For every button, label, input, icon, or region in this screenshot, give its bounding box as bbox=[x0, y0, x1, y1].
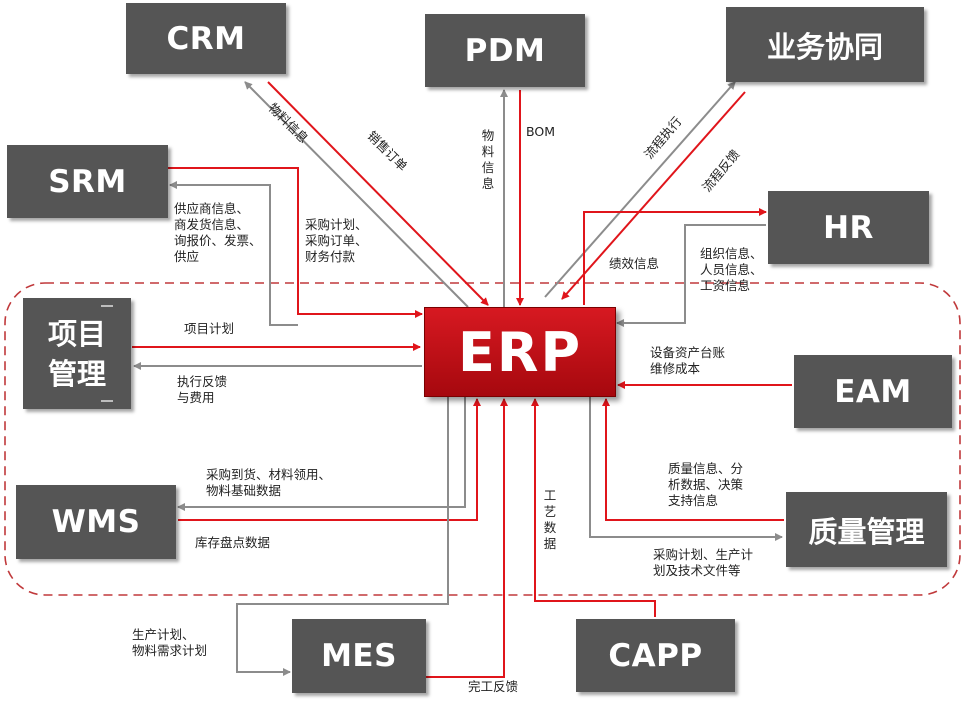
quality-node: 质量管理 bbox=[786, 492, 947, 567]
mes-node: MES bbox=[292, 619, 426, 693]
project-line2: 管理 bbox=[47, 356, 106, 391]
eam-node: EAM bbox=[794, 355, 952, 428]
hr-perf-arrow bbox=[583, 208, 767, 305]
erp-center-node: ERP bbox=[424, 307, 616, 397]
collab-feedback-arrow bbox=[561, 91, 746, 300]
project-line1: 项目 bbox=[47, 316, 106, 351]
quality-info-arrow bbox=[602, 398, 784, 521]
label-pdm-bom: BOM bbox=[526, 124, 555, 139]
label-craft: 工 艺 数 据 bbox=[543, 488, 557, 551]
wms-purchase-arrow bbox=[177, 397, 466, 511]
crm-node: CRM bbox=[126, 3, 286, 74]
quality-plan-arrow bbox=[589, 397, 783, 541]
label-srm-info: 供应商信息、 商发货信息、 询报价、发票、 供应 bbox=[174, 201, 262, 264]
wms-node: WMS bbox=[16, 485, 176, 559]
enterprise-boundary bbox=[4, 282, 961, 596]
collab-node: 业务协同 bbox=[726, 7, 924, 82]
hr-org-arrow bbox=[616, 224, 766, 327]
wms-inventory-arrow bbox=[178, 398, 481, 521]
label-wms-purchase: 采购到货、材料领用、 物料基础数据 bbox=[206, 467, 332, 498]
hr-node: HR bbox=[768, 191, 929, 264]
project-node: 项目 管理 bbox=[23, 298, 131, 409]
label-wms-inventory: 库存盘点数据 bbox=[195, 535, 271, 550]
label-eam-assets: 设备资产台账 维修成本 bbox=[650, 345, 726, 376]
pdm-node: PDM bbox=[425, 14, 585, 87]
label-pdm-material: 物 料 信 息 bbox=[481, 128, 495, 191]
crm-material-arrow bbox=[244, 81, 469, 308]
label-proj-plan: 项目计划 bbox=[184, 321, 235, 336]
srm-node: SRM bbox=[7, 145, 168, 218]
crm-sales-arrow bbox=[267, 81, 489, 306]
label-hr-org: 组织信息、 人员信息、 工资信息 bbox=[700, 246, 763, 293]
label-mes-plan: 生产计划、 物料需求计划 bbox=[132, 627, 208, 658]
mes-plan-arrow bbox=[236, 397, 449, 676]
label-proj-feedback: 执行反馈 与费用 bbox=[177, 374, 228, 405]
label-srm-purchase: 采购计划、 采购订单、 财务付款 bbox=[305, 217, 368, 264]
srm-purchase-arrow bbox=[168, 167, 423, 318]
capp-craft-arrow bbox=[531, 398, 656, 617]
label-hr-perf: 绩效信息 bbox=[609, 256, 660, 271]
capp-node: CAPP bbox=[576, 619, 735, 692]
label-mes-done: 完工反馈 bbox=[468, 679, 519, 694]
mes-done-arrow bbox=[426, 398, 508, 678]
srm-info-arrow bbox=[169, 181, 298, 326]
label-quality-info: 质量信息、分 析数据、决策 支持信息 bbox=[668, 461, 744, 508]
label-quality-plan: 采购计划、生产计 划及技术文件等 bbox=[653, 547, 754, 578]
collab-exec-arrow bbox=[544, 81, 736, 298]
